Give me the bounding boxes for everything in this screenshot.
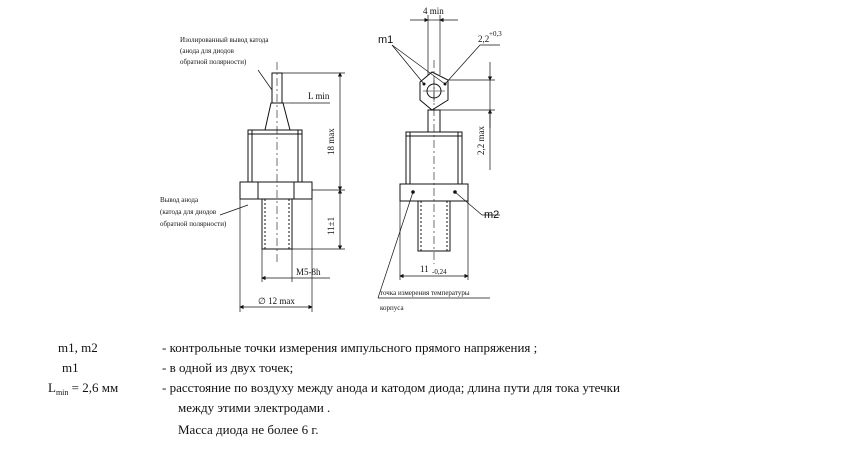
- dim-2-2: 2,2: [478, 34, 489, 44]
- legend-key-m1-m2: m1, m2: [58, 340, 98, 355]
- mark-m2: m2: [484, 209, 499, 221]
- lmin-main: L: [48, 380, 56, 395]
- lug-terminal: [419, 71, 449, 111]
- legend-key-lmin: Lmin = 2,6 мм: [48, 380, 118, 397]
- legend-key-m1: m1: [62, 360, 79, 375]
- callout-anode-3: обратной полярности): [160, 220, 227, 228]
- left-labels: Изолированный вывод катода (анода для ди…: [160, 36, 336, 306]
- right-view: [399, 60, 469, 264]
- dim-2-2-tolerance: +0,3: [489, 30, 502, 38]
- callout-isolated-3: обратной полярности): [180, 58, 247, 66]
- diode-body: [247, 129, 303, 183]
- legend-text-lmin-cont: между этими электродами .: [178, 400, 331, 415]
- temp-point-label-2: корпуса: [380, 304, 404, 312]
- dim-11-tolerance: -0,24: [432, 268, 447, 276]
- left-view: [239, 62, 313, 262]
- dim-11-side: 11: [420, 264, 429, 274]
- dim-4-min: 4 min: [423, 6, 444, 16]
- dim-11-pm1: 11±1: [326, 217, 336, 235]
- diode-outline-drawing: Изолированный вывод катода (анода для ди…: [160, 6, 502, 312]
- left-dimensions: [219, 69, 345, 312]
- dim-2-2-max: 2,2 max: [476, 126, 486, 155]
- hex-nut: [239, 181, 313, 200]
- lmin-sub: min: [55, 388, 69, 397]
- legend: m1, m2 - контрольные точки измерения имп…: [0, 336, 846, 453]
- dim-l-min: L min: [308, 91, 330, 101]
- temp-point-label-1: точка измерения температуры: [380, 289, 470, 297]
- mark-m1: m1: [378, 34, 393, 46]
- dim-12-max: ∅ 12 max: [258, 296, 295, 306]
- callout-isolated-2: (анода для диодов: [180, 47, 235, 55]
- callout-isolated-1: Изолированный вывод катода: [180, 36, 269, 44]
- legend-mass: Масса диода не более 6 г.: [178, 422, 319, 437]
- callout-anode-1: Вывод анода: [160, 196, 199, 204]
- lmin-value: = 2,6 мм: [71, 380, 119, 395]
- legend-text-m1: - в одной из двух точек;: [162, 360, 294, 375]
- right-labels: 4 min 2,2 +0,3 m1 2,2 max 11 -0,24 m2 то…: [378, 6, 502, 312]
- legend-text-lmin: - расстояние по воздуху между анода и ка…: [162, 380, 620, 395]
- lead-taper: [264, 102, 291, 131]
- callout-anode-2: (катода для диодов: [160, 208, 217, 216]
- right-dimensions: [377, 15, 500, 299]
- dim-18-max: 18 max: [326, 128, 336, 155]
- legend-text-m1-m2: - контрольные точки измерения импульсног…: [162, 340, 538, 355]
- dim-m5-8h: M5-8h: [296, 267, 321, 277]
